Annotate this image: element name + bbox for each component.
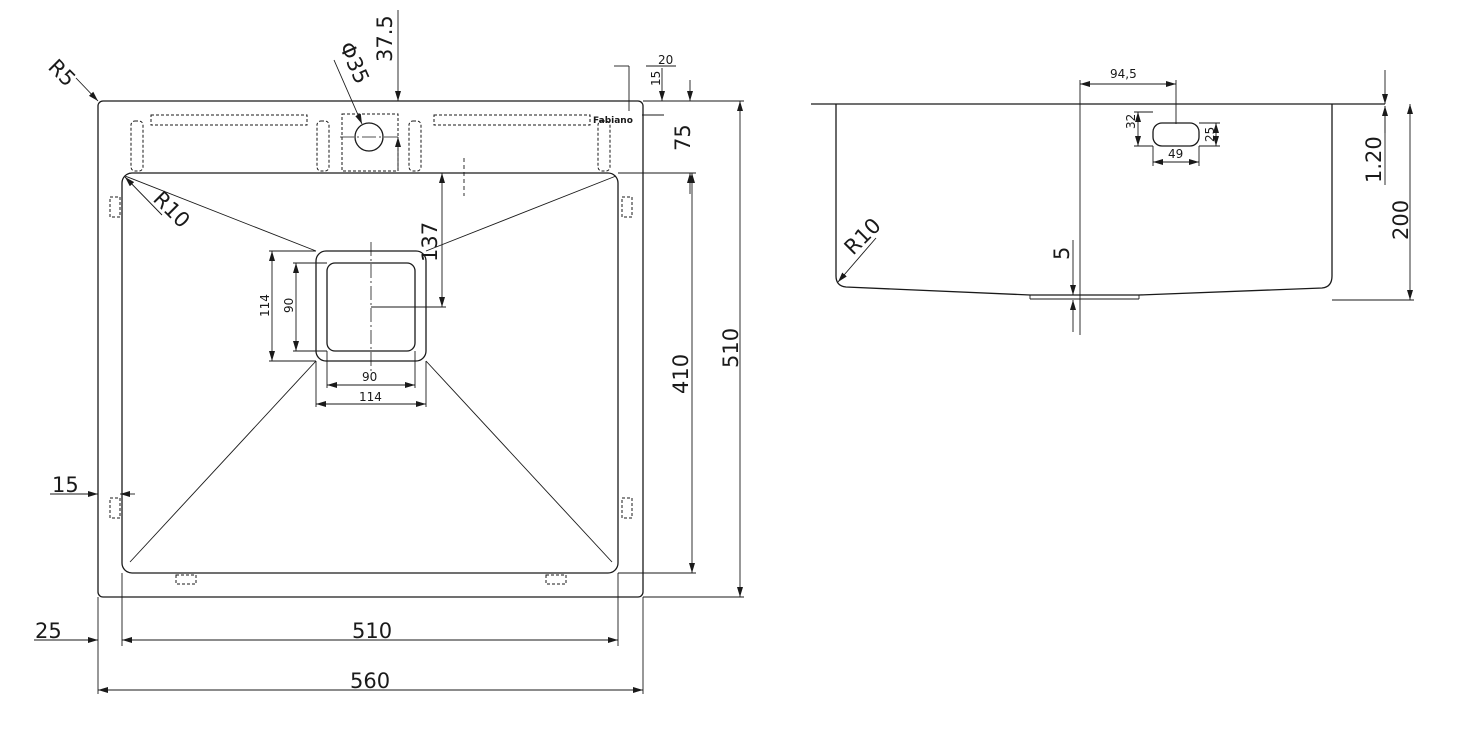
label-deck-depth: 75 — [671, 124, 695, 151]
mounting-clips — [109, 196, 633, 585]
label-total-width: 560 — [350, 669, 390, 693]
label-clip-offset: 15 — [52, 473, 79, 497]
label-top-thickness: 1.20 — [1362, 136, 1386, 183]
label-drain-outer-h: 114 — [258, 294, 272, 317]
faucet-hole — [354, 122, 384, 152]
label-hole-offset: 37.5 — [373, 15, 397, 62]
label-bowl-width: 510 — [352, 619, 392, 643]
label-r10: R10 — [148, 187, 194, 233]
label-left-margin: 25 — [35, 619, 62, 643]
label-drain-offset: 137 — [418, 222, 442, 262]
label-bowl-depth: 410 — [669, 354, 693, 394]
label-hole-diameter: Φ35 — [334, 38, 374, 87]
label-overflow-h-inner: 25 — [1203, 127, 1217, 142]
sink-outline — [97, 100, 644, 598]
bowl-profile — [835, 104, 1333, 296]
label-r5: R5 — [43, 55, 80, 92]
label-edge-20: 20 — [658, 53, 673, 67]
label-drain-inner-h: 90 — [282, 298, 296, 313]
label-drain-outer-w: 114 — [359, 390, 382, 404]
bowl-outline — [121, 172, 619, 574]
deck-slots — [130, 113, 611, 172]
top-view: Fabiano R5 R10 Φ35 37.5 20 15 75 137 — [34, 10, 744, 694]
overflow-slot — [1152, 122, 1200, 147]
bowl-slope-lines — [124, 175, 617, 563]
label-total-depth: 510 — [719, 328, 743, 368]
label-drain-inner-w: 90 — [362, 370, 377, 384]
label-overflow-h-outer: 32 — [1124, 114, 1138, 129]
label-overflow-offset: 94,5 — [1110, 67, 1137, 81]
label-side-height: 200 — [1389, 200, 1413, 240]
label-edge-15: 15 — [649, 71, 663, 86]
label-side-radius: R10 — [840, 213, 886, 259]
side-view: 94,5 32 25 49 1.20 200 R10 5 — [811, 67, 1414, 335]
brand-label: Fabiano — [593, 116, 633, 126]
label-side-slope: 5 — [1050, 247, 1074, 260]
label-overflow-w: 49 — [1168, 147, 1183, 161]
